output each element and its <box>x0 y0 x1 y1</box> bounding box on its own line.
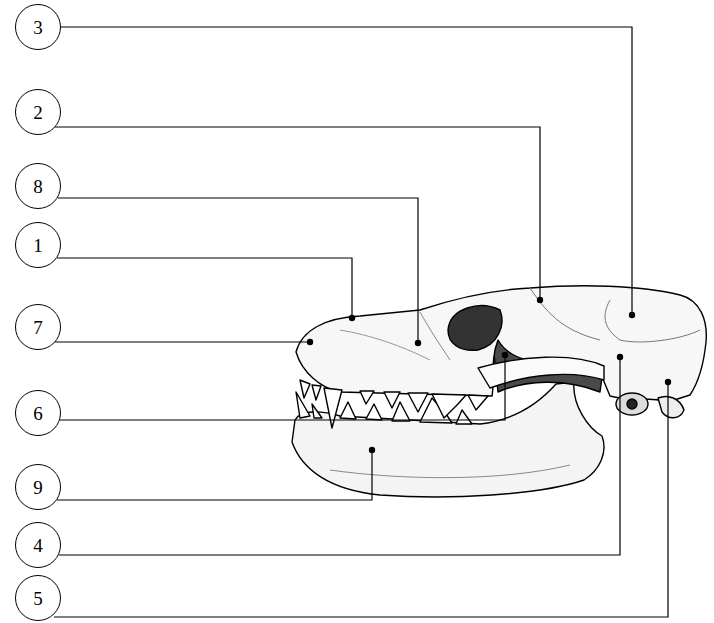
callout-circle: 8 <box>15 163 61 209</box>
leader-dot <box>665 379 671 385</box>
leader-line <box>55 341 307 342</box>
callout-number: 1 <box>33 236 43 255</box>
leader-dot <box>502 352 508 358</box>
callout-number: 6 <box>33 404 43 423</box>
leader-line <box>54 385 668 617</box>
callout-number: 4 <box>33 536 43 555</box>
callout-circle: 3 <box>15 4 61 50</box>
leader-dots <box>307 297 671 453</box>
leader-line <box>57 258 352 315</box>
leader-lines <box>54 27 668 617</box>
leader-line <box>57 453 372 500</box>
callout-circle: 6 <box>15 390 61 436</box>
callout-circle: 5 <box>15 575 61 621</box>
callout-circle: 4 <box>15 522 61 568</box>
callout-number: 7 <box>33 318 43 337</box>
leader-line <box>60 358 505 420</box>
leader-line <box>61 27 632 312</box>
leader-line <box>55 127 540 297</box>
skull-drawing <box>292 286 706 497</box>
leader-dot <box>617 354 623 360</box>
leader-line <box>58 198 418 340</box>
leader-line <box>59 360 620 555</box>
leader-dot <box>307 339 313 345</box>
callout-number: 9 <box>33 478 43 497</box>
callout-number: 5 <box>33 589 43 608</box>
callout-number: 8 <box>33 177 43 196</box>
leader-dot <box>369 447 375 453</box>
leader-dot <box>349 315 355 321</box>
callout-circle: 7 <box>15 304 61 350</box>
leader-dot <box>415 340 421 346</box>
callout-circle: 2 <box>15 89 61 135</box>
callout-circle: 1 <box>15 222 61 268</box>
leader-dot <box>537 297 543 303</box>
leader-dot <box>629 312 635 318</box>
callout-number: 3 <box>33 18 43 37</box>
callout-number: 2 <box>33 103 43 122</box>
callout-circle: 9 <box>15 464 61 510</box>
